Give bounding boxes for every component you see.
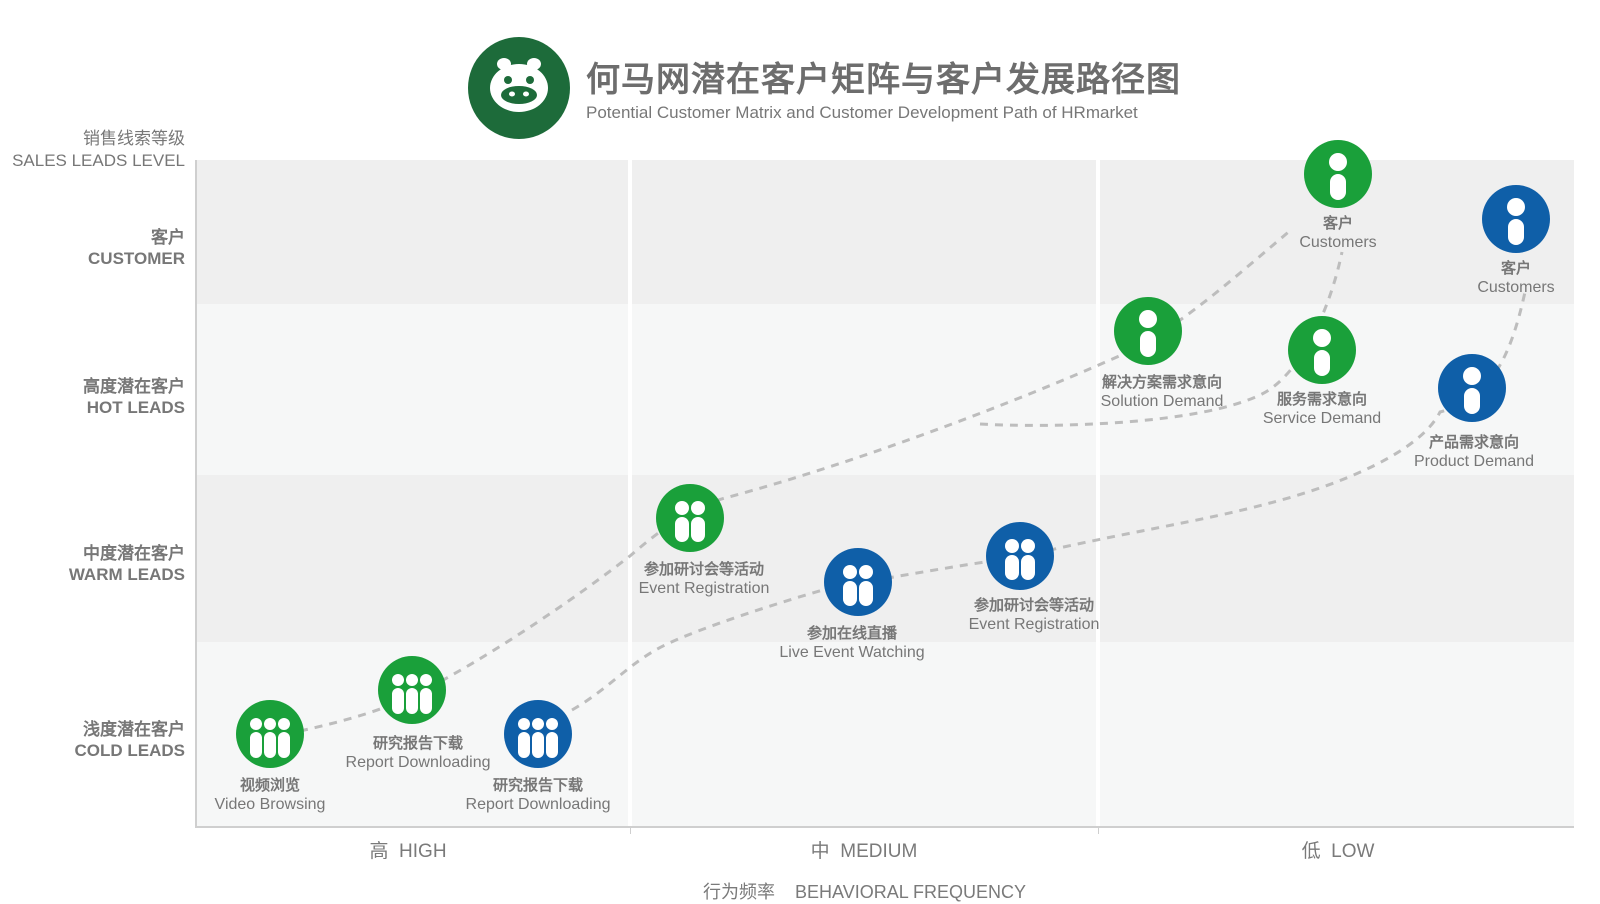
node-report-downloading-green — [378, 656, 446, 724]
person-icon — [1313, 329, 1331, 376]
column-divider — [628, 160, 632, 826]
x-label-en: MEDIUM — [840, 841, 918, 862]
x-label-high: 高 HIGH — [369, 836, 446, 863]
group-2-icon — [1005, 539, 1035, 580]
x-axis-line — [196, 826, 1574, 828]
node-event-registration-blue — [986, 522, 1054, 590]
x-label-cn: 中 — [810, 841, 830, 862]
person-icon — [1329, 153, 1347, 200]
x-label-medium: 中 MEDIUM — [811, 836, 918, 863]
y-label-en: COLD LEADS — [74, 741, 186, 760]
node-report-downloading-blue — [504, 700, 572, 768]
y-label-cn: 浅度潜在客户 — [83, 720, 185, 739]
x-label-en: LOW — [1331, 841, 1375, 862]
group-2-icon — [843, 565, 873, 606]
node-service-demand — [1288, 316, 1356, 384]
y-label-customer: 客户 CUSTOMER — [88, 227, 185, 269]
x-axis-title: 行为频率 BEHAVIORAL FREQUENCY — [703, 878, 1026, 904]
y-label-warm-leads: 中度潜在客户 WARM LEADS — [69, 543, 185, 585]
person-icon — [1507, 198, 1525, 245]
y-label-en: WARM LEADS — [68, 565, 185, 584]
x-label-cn: 高 — [369, 841, 389, 862]
y-label-cold-leads: 浅度潜在客户 COLD LEADS — [75, 719, 186, 761]
x-axis-tick — [630, 826, 631, 834]
band-warm-leads — [196, 475, 1574, 642]
page-title: 何马网潜在客户矩阵与客户发展路径图 — [586, 61, 1181, 99]
group-3-icon — [518, 718, 558, 758]
x-label-cn: 低 — [1301, 841, 1321, 862]
person-icon — [1139, 310, 1157, 357]
group-3-icon — [250, 718, 290, 758]
page-subtitle: Potential Customer Matrix and Customer D… — [586, 103, 1138, 122]
x-axis-title-cn: 行为频率 — [703, 882, 775, 902]
group-3-icon — [392, 674, 432, 714]
y-axis-title: 销售线索等级 SALES LEADS LEVEL — [12, 128, 185, 172]
hippo-logo-icon — [468, 37, 570, 139]
group-2-icon — [675, 501, 705, 542]
y-axis-line — [195, 160, 197, 828]
node-customers-green — [1304, 140, 1372, 208]
y-label-cn: 中度潜在客户 — [83, 544, 185, 563]
x-axis-tick — [1098, 826, 1099, 834]
y-label-cn: 高度潜在客户 — [83, 377, 185, 396]
node-customers-blue — [1482, 185, 1550, 253]
node-video-browsing — [236, 700, 304, 768]
node-event-registration-green — [656, 484, 724, 552]
y-label-en: HOT LEADS — [86, 398, 185, 417]
person-icon — [1463, 367, 1481, 414]
node-solution-demand — [1114, 297, 1182, 365]
x-label-en: HIGH — [399, 841, 447, 862]
node-live-event-watching — [824, 548, 892, 616]
y-axis-title-en: SALES LEADS LEVEL — [12, 151, 185, 170]
column-divider — [1096, 160, 1100, 826]
green-path-branch — [979, 251, 1344, 427]
x-label-low: 低 LOW — [1302, 836, 1375, 863]
blue-path — [571, 291, 1527, 712]
x-axis-title-en: BEHAVIORAL FREQUENCY — [795, 882, 1027, 902]
y-label-en: CUSTOMER — [88, 249, 185, 268]
y-label-hot-leads: 高度潜在客户 HOT LEADS — [83, 376, 185, 418]
y-label-cn: 客户 — [151, 228, 185, 247]
node-product-demand — [1438, 354, 1506, 422]
y-axis-title-cn: 销售线索等级 — [83, 129, 185, 148]
